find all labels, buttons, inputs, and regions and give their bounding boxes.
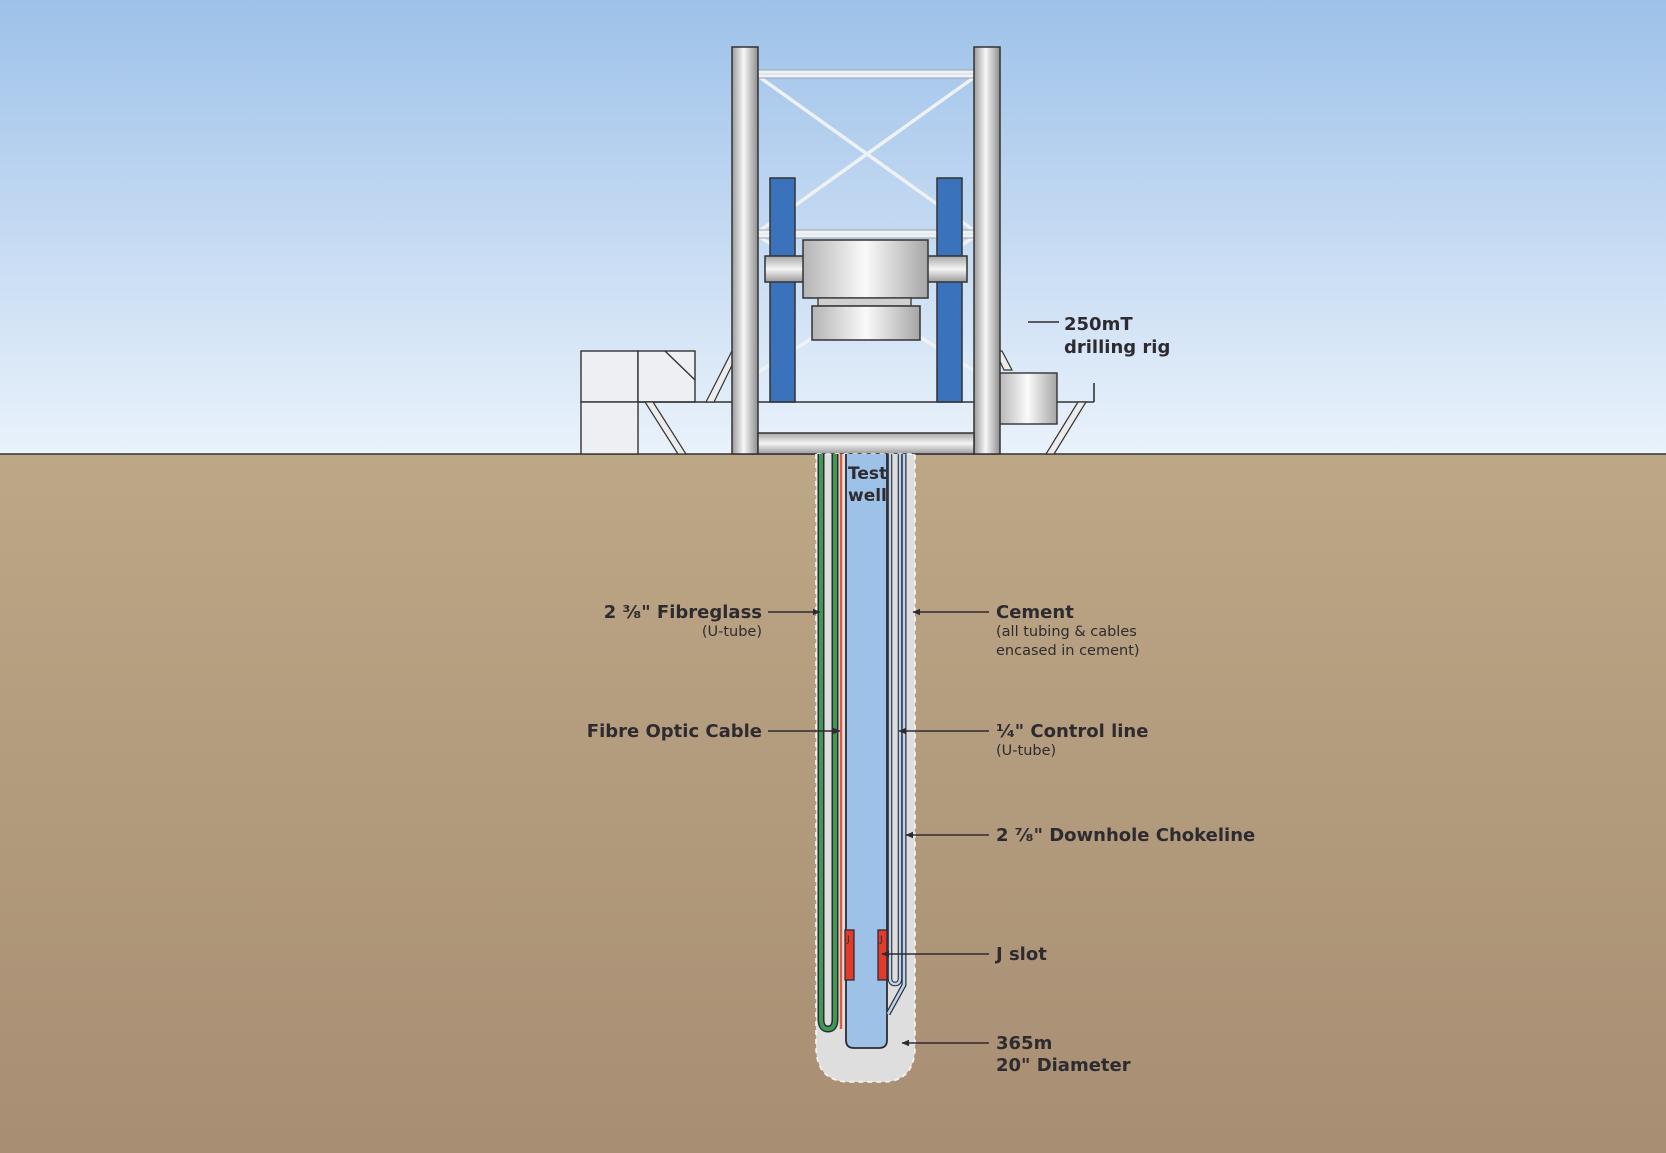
test-well-label-line2: well	[848, 486, 887, 506]
rig-label-line1: 250mT	[1064, 314, 1133, 335]
j-slot-marker-right: J	[879, 935, 883, 945]
diameter-label: 20" Diameter	[996, 1055, 1131, 1076]
well-bore: J J	[815, 453, 916, 1083]
j-slot-label: J slot	[994, 944, 1047, 965]
sky	[0, 0, 1666, 454]
deck-legs	[643, 350, 1088, 455]
control-line-label: ¹⁄₄" Control line	[996, 721, 1148, 742]
depth-label: 365m	[996, 1033, 1052, 1054]
cement-sublabel-line1: (all tubing & cables	[996, 624, 1137, 640]
right-equipment-box	[997, 372, 1058, 425]
fibre-optic-label: Fibre Optic Cable	[587, 721, 762, 742]
fibreglass-label: 2 ³⁄₈" Fibreglass	[604, 602, 762, 623]
drilling-rig	[580, 46, 1095, 455]
test-well-label-line1: Test	[848, 464, 887, 484]
control-line-sublabel: (U-tube)	[996, 743, 1056, 759]
right-guide-rail	[936, 177, 963, 403]
well-casing	[845, 454, 888, 1049]
fibreglass-sublabel: (U-tube)	[702, 624, 762, 640]
left-mast	[731, 46, 759, 455]
left-guide-rail	[769, 177, 796, 403]
rig-label-line2: drilling rig	[1064, 337, 1170, 358]
j-slot-left	[844, 929, 855, 981]
chokeline-label: 2 ⁷⁄₈" Downhole Chokeline	[996, 825, 1255, 846]
top-drive	[764, 239, 968, 341]
cement-sublabel-line2: encased in cement)	[996, 643, 1140, 659]
cement-label: Cement	[996, 602, 1074, 623]
rig-floor	[757, 432, 975, 455]
right-mast	[973, 46, 1001, 455]
j-slot-marker-left: J	[846, 935, 850, 945]
